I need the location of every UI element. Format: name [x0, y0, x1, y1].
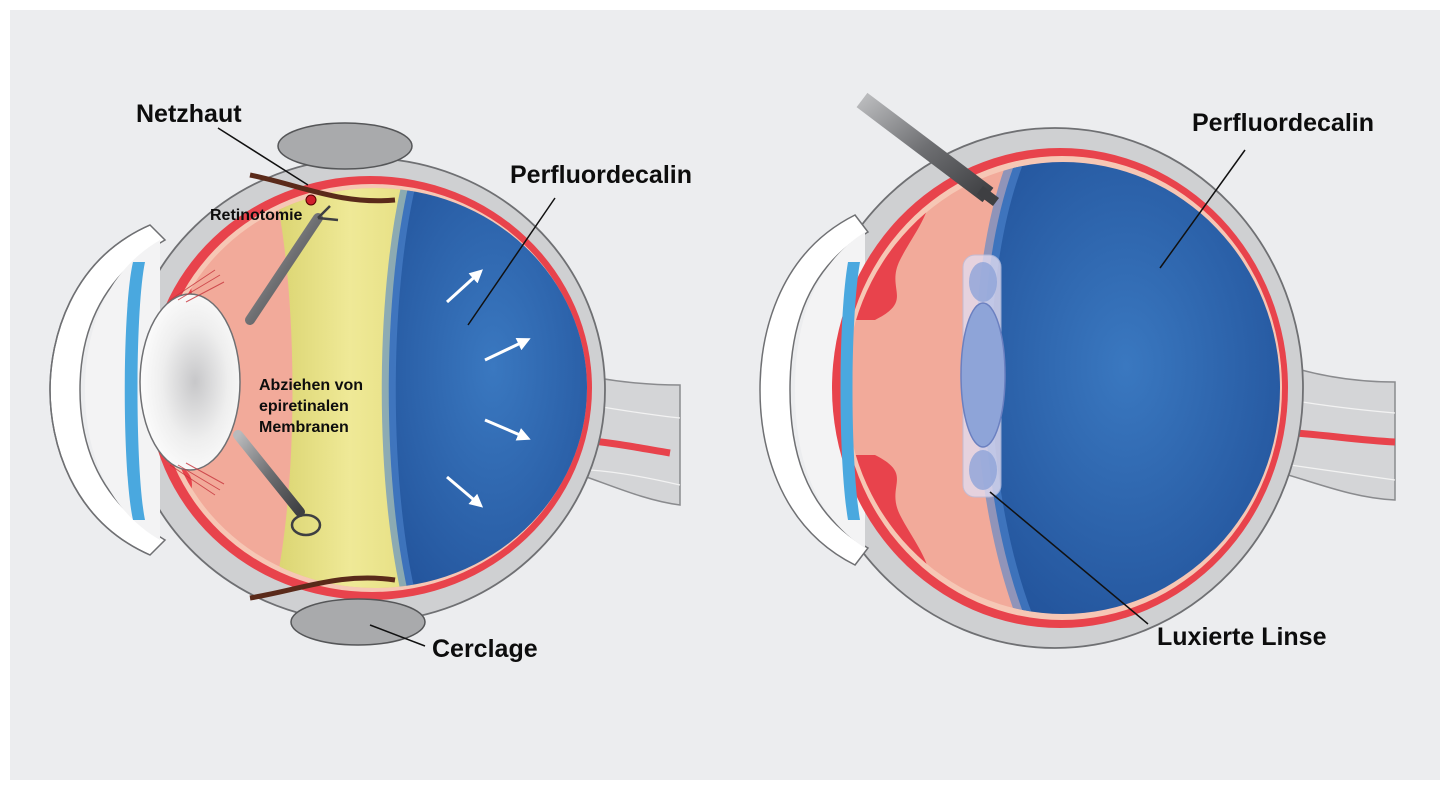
label-retinotomie: Retinotomie	[210, 207, 303, 224]
label-luxierte-linse: Luxierte Linse	[1157, 623, 1327, 651]
label-perfluordecalin-left: Perfluordecalin	[510, 161, 692, 189]
label-perfluordecalin-right: Perfluordecalin	[1192, 109, 1374, 137]
dislocated-lens	[961, 303, 1005, 447]
label-netzhaut: Netzhaut	[136, 100, 242, 128]
label-membrane-1: Abziehen von	[259, 377, 363, 394]
retinotomy-marker	[306, 195, 316, 205]
label-membrane-3: Membranen	[259, 419, 349, 436]
cerclage-top	[278, 123, 412, 169]
lens	[140, 294, 240, 470]
label-cerclage: Cerclage	[432, 635, 538, 663]
label-membrane-2: epiretinalen	[259, 398, 349, 415]
